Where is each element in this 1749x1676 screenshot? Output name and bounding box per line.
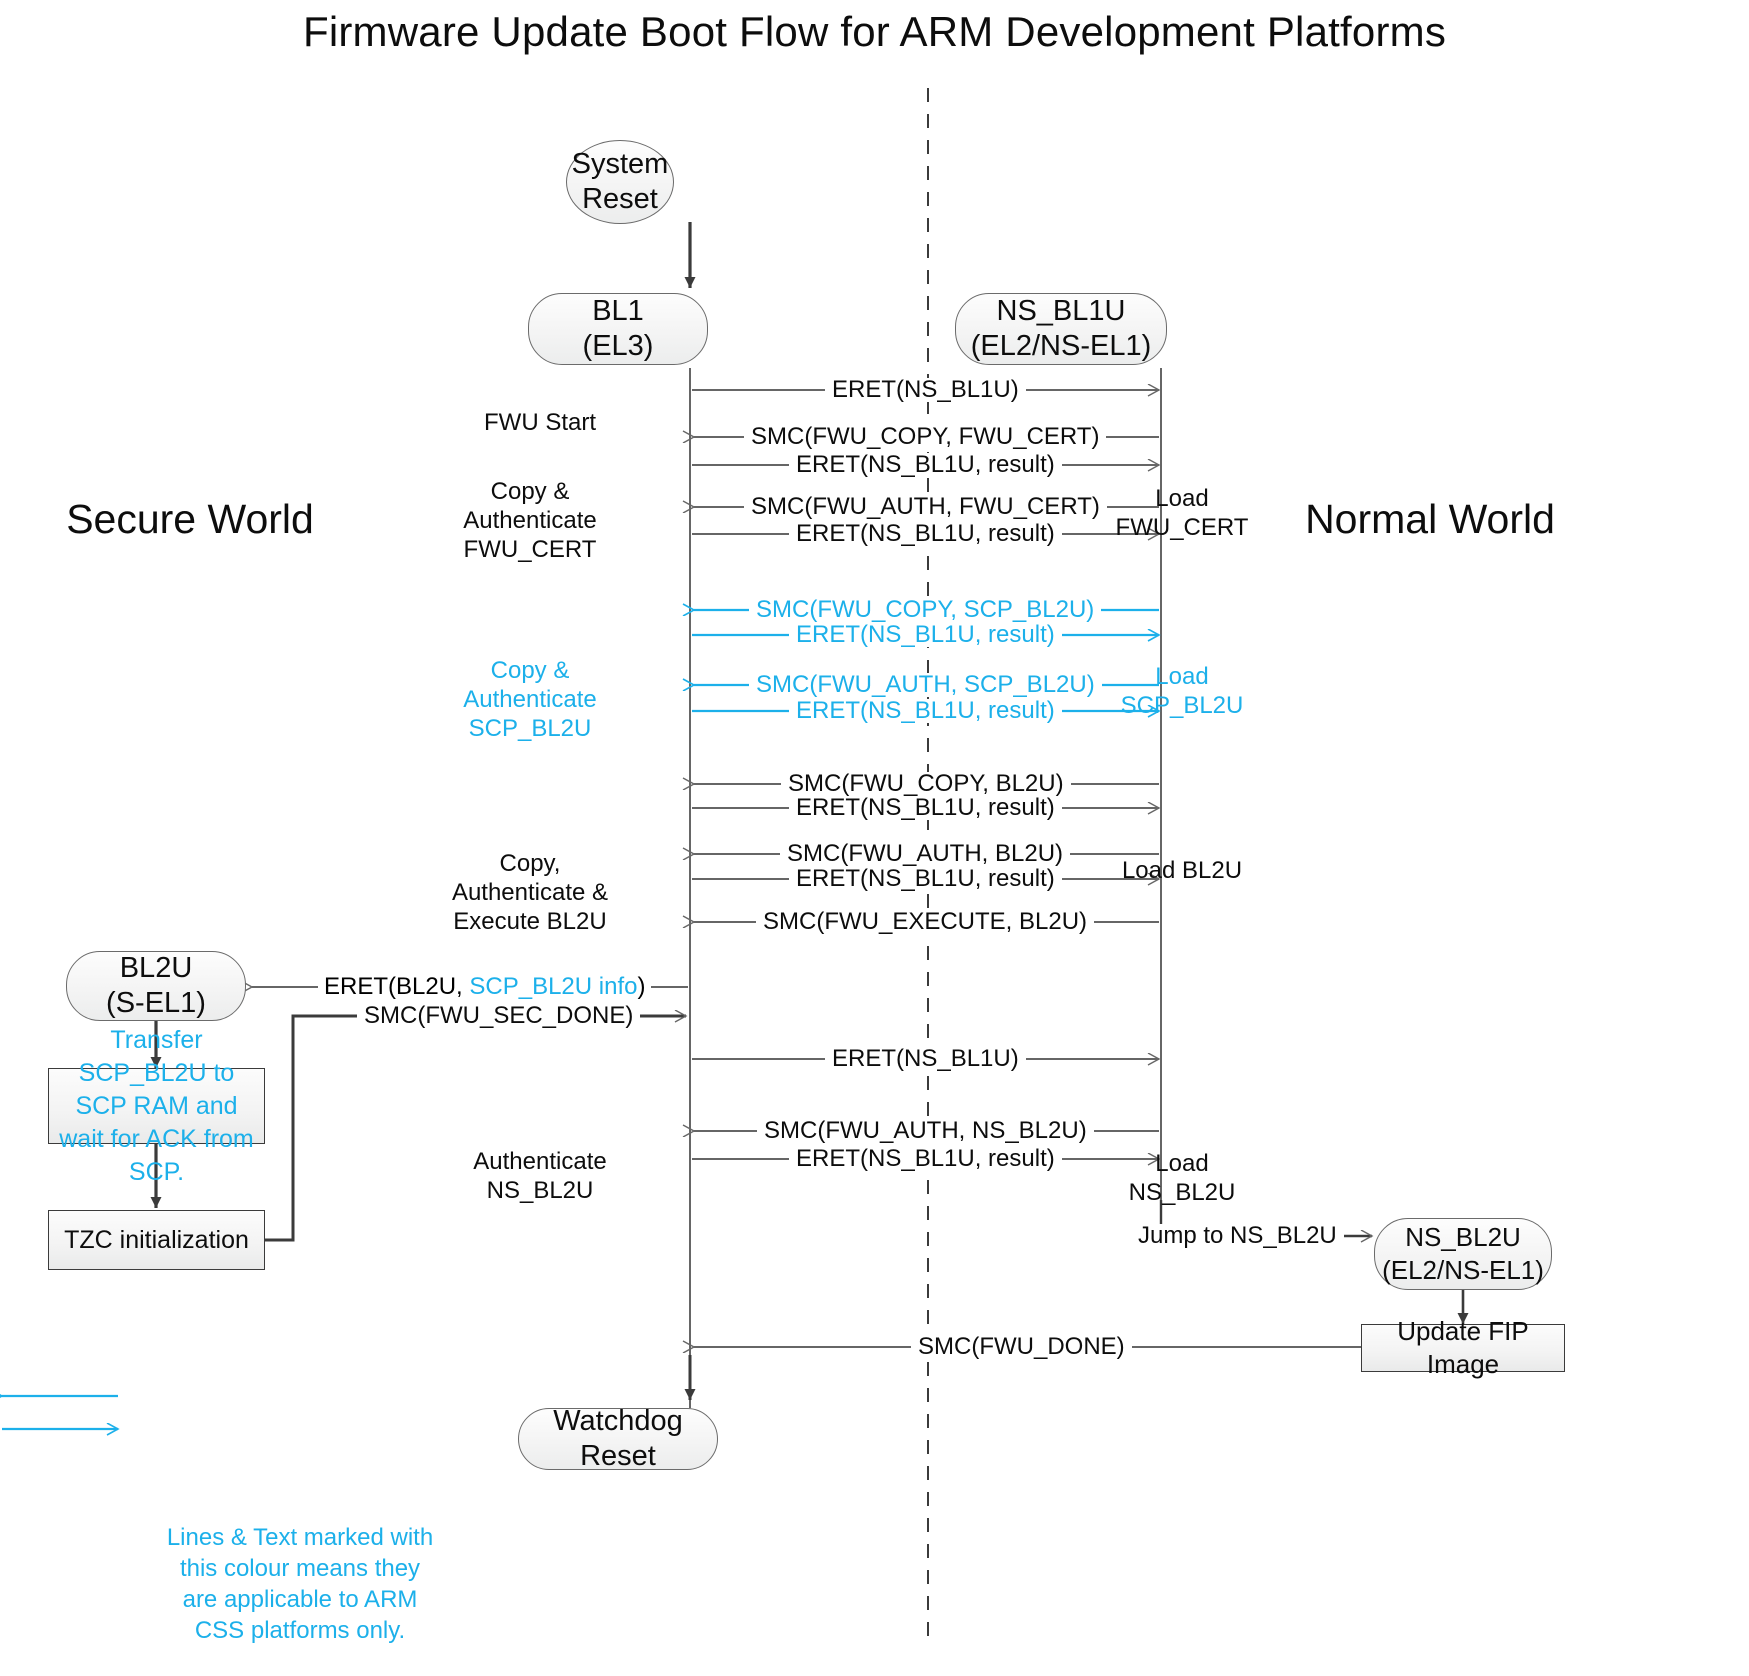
box-transfer-scp-bl2u[interactable]: Transfer SCP_BL2U to SCP RAM and wait fo…: [48, 1026, 265, 1186]
secure-world-label: Secure World: [66, 496, 314, 542]
message-label-m13: ERET(NS_BL1U, result): [789, 867, 1062, 891]
annotation-load-fwu-cert: Load FWU_CERT: [1032, 455, 1332, 542]
annotation-load-scp-bl2u-text: Load SCP_BL2U: [1120, 663, 1244, 719]
box-transfer-scp-bl2u-label: Transfer SCP_BL2U to SCP RAM and wait fo…: [59, 1025, 254, 1186]
node-ns-bl1u[interactable]: NS_BL1U (EL2/NS-EL1): [955, 293, 1167, 365]
normal-world-label: Normal World: [1305, 496, 1555, 542]
node-ns-bl2u[interactable]: NS_BL2U (EL2/NS-EL1): [1374, 1218, 1552, 1290]
message-label-m15-post: ): [637, 973, 646, 1000]
annotation-load-ns-bl2u: Load NS_BL2U: [1032, 1120, 1332, 1207]
annotation-copy-auth-fwu-cert: Copy & Authenticate FWU_CERT: [420, 448, 640, 564]
annotation-fwu-start-text: FWU Start: [484, 409, 596, 436]
annotation-load-fwu-cert-text: Load FWU_CERT: [1115, 485, 1249, 541]
message-label-m7: ERET(NS_BL1U, result): [789, 623, 1062, 647]
message-label-m6: SMC(FWU_COPY, SCP_BL2U): [749, 598, 1102, 622]
annotation-load-scp-bl2u: Load SCP_BL2U: [1032, 633, 1332, 720]
message-label-m1: ERET(NS_BL1U): [825, 378, 1026, 402]
box-update-fip-image-label: Update FIP Image: [1397, 1316, 1529, 1379]
page-title: Firmware Update Boot Flow for ARM Develo…: [302, 8, 1447, 55]
message-label-m14: SMC(FWU_EXECUTE, BL2U): [756, 910, 1095, 934]
message-label-m19: ERET(NS_BL1U, result): [789, 1147, 1062, 1171]
annotation-load-ns-bl2u-text: Load NS_BL2U: [1128, 1150, 1236, 1206]
box-tzc-initialization-label: TZC initialization: [64, 1225, 249, 1254]
node-watchdog-reset-label: Watchdog Reset: [553, 1405, 683, 1472]
box-tzc-initialization[interactable]: TZC initialization: [48, 1210, 265, 1270]
annotation-copy-auth-exec-bl2u: Copy, Authenticate & Execute BL2U: [410, 820, 650, 936]
node-bl2u-label-line2: (S-EL1): [106, 987, 206, 1019]
node-system-reset[interactable]: System Reset: [566, 140, 674, 224]
node-ns-bl2u-label-line2: (EL2/NS-EL1): [1382, 1255, 1544, 1285]
node-bl1-label-line2: (EL3): [582, 330, 654, 362]
message-label-m3: ERET(NS_BL1U, result): [789, 453, 1062, 477]
message-label-m15-accent: SCP_BL2U info: [469, 973, 638, 1000]
node-bl2u-label-line1: BL2U: [119, 952, 193, 984]
message-label-m10: SMC(FWU_COPY, BL2U): [781, 772, 1071, 796]
message-label-m20: Jump to NS_BL2U: [1131, 1224, 1344, 1248]
annotation-fwu-start: FWU Start: [440, 379, 640, 437]
annotation-copy-auth-exec-bl2u-text: Copy, Authenticate & Execute BL2U: [451, 850, 609, 935]
message-label-m15-pre: ERET(BL2U,: [324, 973, 470, 1000]
message-label-m16: SMC(FWU_SEC_DONE): [357, 1004, 641, 1028]
message-label-m5: ERET(NS_BL1U, result): [789, 522, 1062, 546]
annotation-load-bl2u-text: Load BL2U: [1121, 857, 1243, 884]
annotation-copy-auth-scp-bl2u: Copy & Authenticate SCP_BL2U: [420, 627, 640, 743]
legend-arrows: [2, 1396, 118, 1429]
annotation-copy-auth-fwu-cert-text: Copy & Authenticate FWU_CERT: [463, 478, 597, 563]
annotation-authenticate-ns-bl2u-text: Authenticate NS_BL2U: [473, 1148, 607, 1204]
node-system-reset-label: System Reset: [571, 148, 669, 215]
message-label-m12: SMC(FWU_AUTH, BL2U): [780, 842, 1071, 866]
legend-text: Lines & Text marked with this colour mea…: [166, 1524, 434, 1644]
message-label-m17: ERET(NS_BL1U): [825, 1047, 1026, 1071]
message-label-m11: ERET(NS_BL1U, result): [789, 796, 1062, 820]
message-label-m9: ERET(NS_BL1U, result): [789, 699, 1062, 723]
node-bl1-label-line1: BL1: [592, 295, 644, 327]
message-label-m4: SMC(FWU_AUTH, FWU_CERT): [744, 495, 1107, 519]
annotation-copy-auth-scp-bl2u-text: Copy & Authenticate SCP_BL2U: [463, 657, 597, 742]
message-label-m18: SMC(FWU_AUTH, NS_BL2U): [757, 1119, 1094, 1143]
node-ns-bl1u-label-line2: (EL2/NS-EL1): [970, 330, 1152, 362]
node-bl1[interactable]: BL1 (EL3): [528, 293, 708, 365]
node-ns-bl1u-label-line1: NS_BL1U: [996, 295, 1126, 327]
annotation-load-bl2u: Load BL2U: [1032, 827, 1332, 885]
node-ns-bl2u-label-line1: NS_BL2U: [1405, 1222, 1521, 1252]
node-watchdog-reset[interactable]: Watchdog Reset: [518, 1405, 718, 1472]
node-bl2u[interactable]: BL2U (S-EL1): [66, 951, 246, 1021]
message-label-m21: SMC(FWU_DONE): [911, 1335, 1132, 1359]
message-label-m8: SMC(FWU_AUTH, SCP_BL2U): [749, 673, 1102, 697]
annotation-authenticate-ns-bl2u: Authenticate NS_BL2U: [430, 1118, 650, 1205]
box-update-fip-image[interactable]: Update FIP Image: [1361, 1316, 1565, 1379]
message-label-m15: ERET(BL2U, SCP_BL2U info): [318, 973, 652, 1000]
message-label-m2: SMC(FWU_COPY, FWU_CERT): [744, 425, 1107, 449]
